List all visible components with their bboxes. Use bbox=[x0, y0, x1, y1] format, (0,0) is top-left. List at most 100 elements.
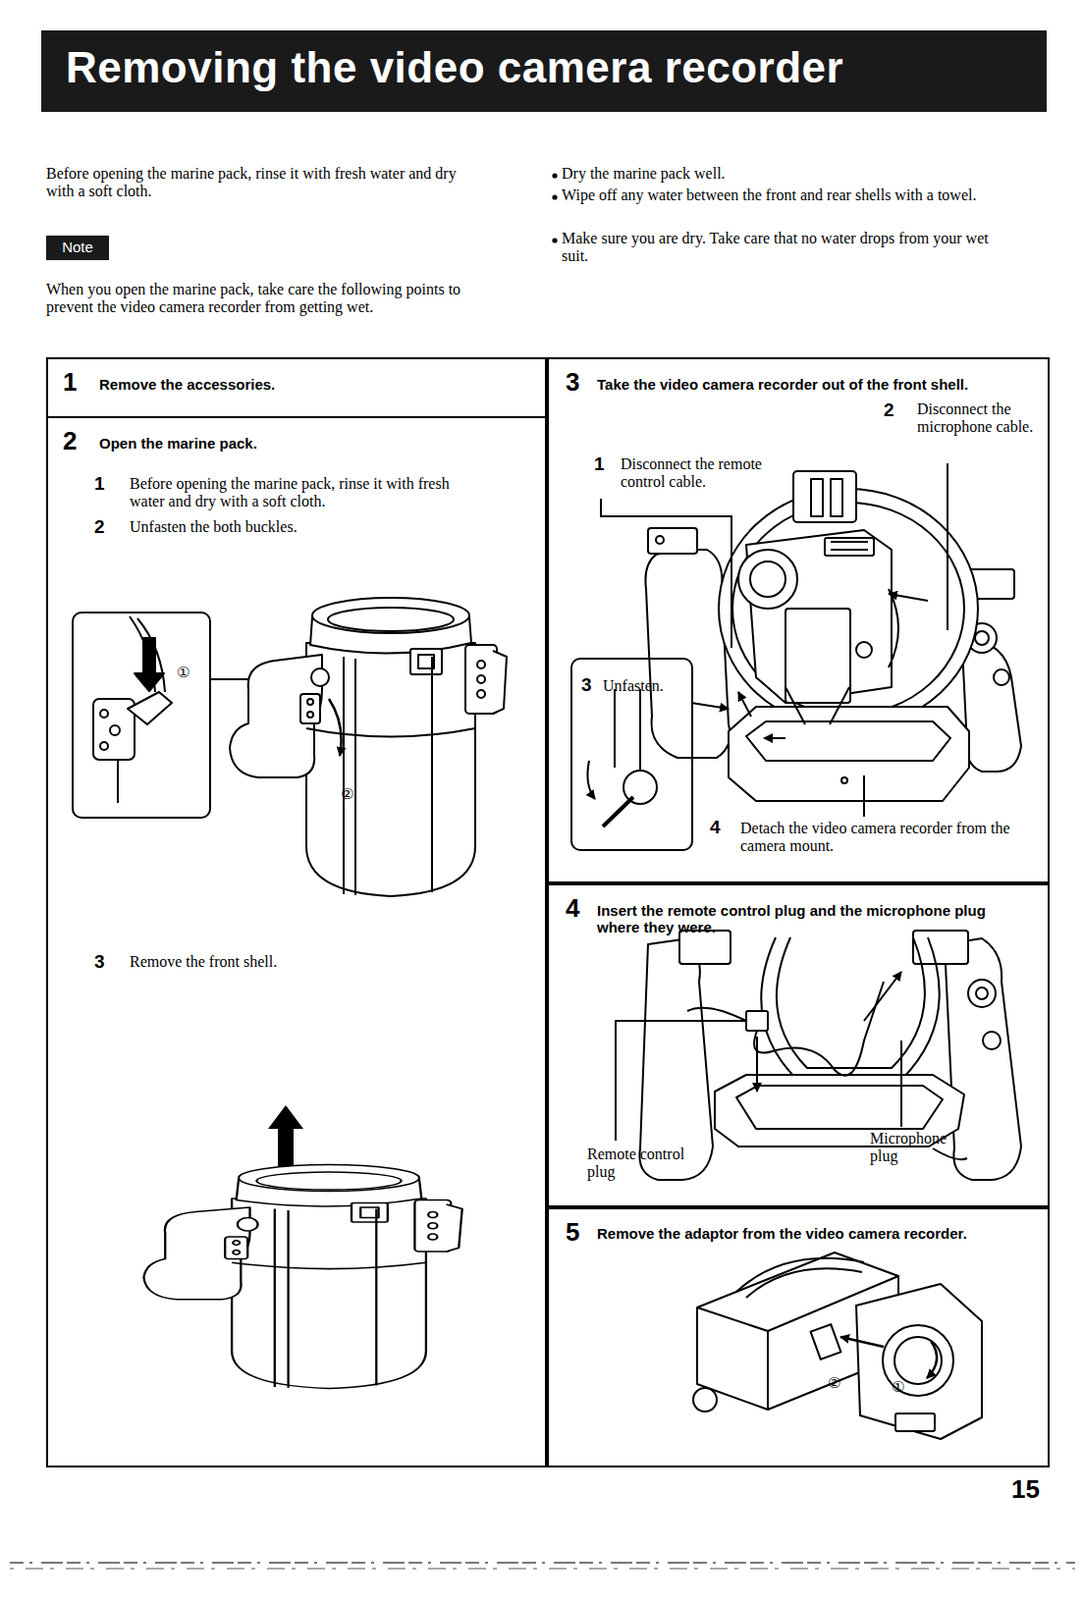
housing-rear-shell bbox=[732, 502, 965, 715]
substep-number: 4 bbox=[709, 816, 734, 839]
leader-line bbox=[864, 972, 902, 1022]
housing-rear-shell bbox=[913, 930, 969, 965]
instruction-text: Make sure you are dry. Take care that no… bbox=[561, 229, 994, 266]
latch-detail bbox=[613, 689, 616, 768]
instruction-text: Wipe off any water between the front and… bbox=[561, 186, 994, 205]
leader-line bbox=[888, 594, 928, 601]
callout-number: ② bbox=[340, 785, 371, 804]
callout-number: ① bbox=[176, 663, 201, 682]
latch-detail bbox=[602, 797, 634, 827]
step-heading: Insert the remote control plug and the m… bbox=[596, 902, 1029, 936]
step-number: 3 bbox=[565, 367, 596, 398]
instruction-text: When you open the marine pack, take care… bbox=[46, 280, 469, 317]
removal-arrow bbox=[926, 1341, 937, 1379]
instruction-text: Before opening the marine pack, rinse it… bbox=[46, 164, 469, 201]
camcorder bbox=[811, 1324, 842, 1360]
scan-noise bbox=[9, 1568, 1076, 1571]
step-heading: Take the video camera recorder out of th… bbox=[596, 376, 1000, 393]
lift-arrow bbox=[268, 1105, 304, 1167]
housing-rear-shell bbox=[655, 536, 664, 544]
step-heading: Remove the adaptor from the video camera… bbox=[596, 1225, 971, 1243]
substep-number: 2 bbox=[94, 516, 124, 539]
housing-rear-shell bbox=[679, 930, 731, 965]
step-panel: 4Insert the remote control plug and the … bbox=[546, 883, 1050, 1208]
buckle-detail bbox=[116, 759, 119, 804]
latch-detail bbox=[623, 770, 657, 805]
step-panel: 2Open the marine pack.1Before opening th… bbox=[46, 416, 547, 1468]
step-heading: Open the marine pack. bbox=[99, 434, 512, 452]
latch-detail bbox=[639, 689, 642, 770]
step-number: 2 bbox=[62, 426, 93, 457]
substep-number: 3 bbox=[94, 951, 124, 974]
instruction-text: Microphone plug bbox=[869, 1130, 964, 1166]
housing-rear-shell bbox=[811, 479, 823, 517]
page-number: 15 bbox=[1011, 1474, 1071, 1506]
housing-rear-shell bbox=[760, 937, 939, 1081]
buckle-detail bbox=[109, 725, 120, 736]
instruction-text: Dry the marine pack well. bbox=[561, 164, 994, 183]
housing-rear-shell bbox=[648, 528, 698, 554]
substep-number: 3 bbox=[581, 674, 601, 697]
step-heading: Remove the accessories. bbox=[99, 376, 512, 393]
adaptor bbox=[882, 1325, 954, 1397]
instruction-text: Before opening the marine pack, rinse it… bbox=[129, 475, 488, 511]
housing-rear-shell bbox=[645, 471, 1022, 802]
scan-noise bbox=[9, 1562, 1076, 1565]
adaptor bbox=[895, 1413, 935, 1432]
title-band bbox=[41, 30, 1047, 112]
callout-number: ① bbox=[891, 1378, 921, 1397]
adaptor bbox=[856, 1284, 982, 1440]
housing-rear-shell bbox=[746, 1011, 768, 1031]
marine-pack bbox=[229, 597, 507, 897]
marine-pack bbox=[143, 1165, 462, 1390]
bullet-dot bbox=[551, 237, 557, 243]
title-band bbox=[41, 30, 1047, 112]
housing-rear-shell bbox=[962, 643, 1022, 772]
adaptor bbox=[856, 1284, 982, 1440]
leader-line bbox=[756, 1036, 759, 1092]
camcorder bbox=[746, 1268, 863, 1299]
camcorder bbox=[785, 608, 851, 704]
scan-noise bbox=[9, 1563, 1076, 1570]
leader-line bbox=[738, 692, 752, 717]
camcorder bbox=[736, 1258, 865, 1293]
housing-rear-shell bbox=[645, 549, 730, 759]
housing-rear-shell bbox=[993, 669, 1010, 686]
lift-arrow bbox=[268, 1105, 304, 1167]
marine-pack bbox=[143, 1165, 462, 1390]
camcorder bbox=[785, 687, 850, 725]
housing-rear-shell bbox=[974, 631, 989, 646]
latch-detail bbox=[587, 689, 657, 827]
turn-arrow bbox=[328, 699, 342, 757]
leader-line bbox=[600, 498, 732, 649]
housing-rear-shell bbox=[754, 981, 884, 1077]
housing-rear-shell bbox=[982, 1031, 1001, 1050]
turn-arrow bbox=[328, 699, 342, 757]
camcorder bbox=[824, 538, 874, 556]
substep-number: 2 bbox=[883, 399, 908, 422]
step-panel: 5Remove the adaptor from the video camer… bbox=[546, 1207, 1050, 1468]
camcorder bbox=[738, 530, 899, 725]
removal-arrow bbox=[840, 1337, 884, 1348]
housing-rear-shell bbox=[968, 979, 996, 1008]
latch-detail bbox=[587, 760, 596, 800]
step-panel: 3Take the video camera recorder out of t… bbox=[546, 357, 1050, 884]
bullet-dot bbox=[551, 172, 557, 243]
camcorder bbox=[693, 1388, 717, 1412]
instruction-text: Disconnect the microphone cable. bbox=[917, 400, 1040, 436]
buckle-detail bbox=[100, 709, 109, 718]
instruction-text: Detach the video camera recorder from th… bbox=[740, 819, 1035, 856]
step-number: 1 bbox=[62, 367, 93, 398]
marine-pack bbox=[229, 597, 507, 897]
leader-line bbox=[863, 775, 866, 817]
bullet-dot bbox=[551, 172, 557, 178]
housing-rear-shell bbox=[975, 987, 988, 1000]
housing-rear-shell bbox=[639, 938, 713, 1181]
page-title: Removing the video camera recorder bbox=[65, 43, 1038, 93]
housing-rear-shell bbox=[736, 1085, 943, 1130]
leader-line bbox=[932, 1148, 968, 1160]
adaptor bbox=[894, 1337, 942, 1385]
housing-rear-shell bbox=[639, 930, 1022, 1181]
leader-line bbox=[615, 1021, 747, 1141]
leader-line bbox=[946, 463, 949, 631]
